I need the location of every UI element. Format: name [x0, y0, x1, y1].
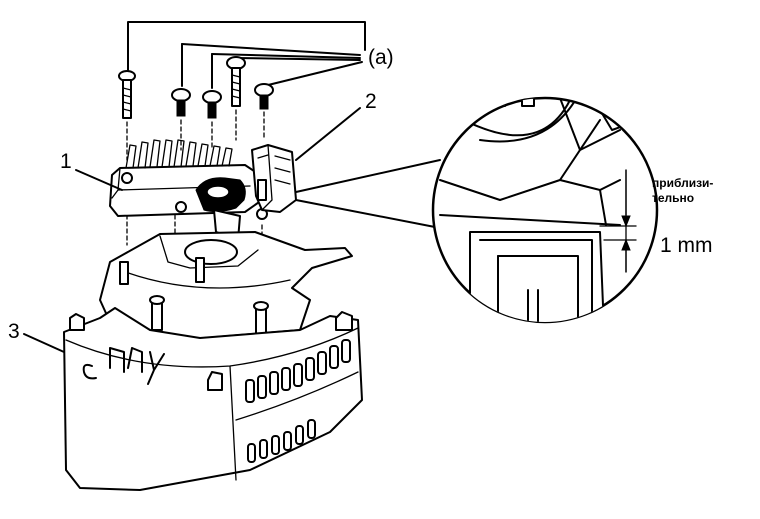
screw-callout-label: (a) [368, 46, 394, 69]
screw-leader-lines [127, 21, 366, 89]
part-number-2: 2 [365, 90, 377, 113]
part-number-1: 1 [60, 150, 72, 173]
regulator-heatsink [109, 139, 268, 220]
magnifier-connectors [295, 159, 441, 229]
screws [118, 56, 274, 119]
housing-embossing [82, 347, 165, 385]
gap-value-label: 1 mm [660, 234, 713, 257]
screw-short-3 [254, 83, 274, 110]
approx-note: приблизи- тельно [652, 176, 713, 206]
approx-note-line2: тельно [652, 191, 695, 205]
detail-view [431, 96, 659, 324]
cooling-fins [125, 139, 233, 169]
brush-holder [195, 177, 246, 241]
approx-note-line1: приблизи- [652, 176, 714, 190]
screw-short-2 [202, 90, 222, 119]
regulator-connector [251, 144, 297, 213]
housing-vents [245, 339, 351, 463]
screw-long-left [118, 70, 136, 119]
part-number-3: 3 [8, 320, 20, 343]
screw-long-right [226, 56, 246, 107]
part-leader-lines [23, 107, 361, 353]
alternator-housing [63, 231, 363, 491]
screw-short-1 [171, 88, 191, 117]
